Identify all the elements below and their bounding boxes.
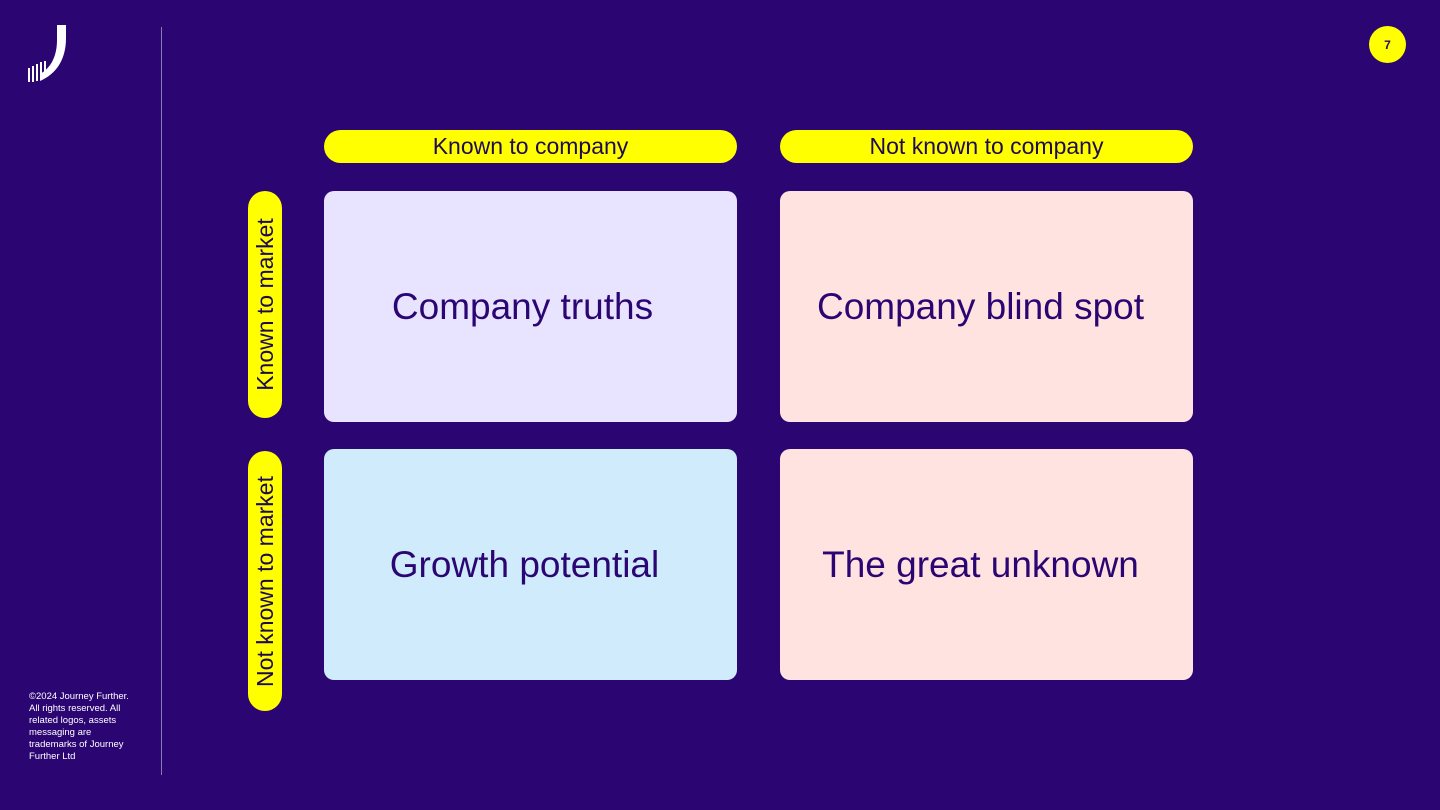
cell-label: Company truths: [391, 285, 654, 327]
column-header-known-to-company: Known to company: [324, 130, 737, 163]
row-header-known-to-market: Known to market: [248, 191, 282, 418]
cell-the-great-unknown: The great unknown: [780, 449, 1193, 680]
cell-company-blind-spot: Company blind spot: [780, 191, 1193, 422]
journey-further-logo-icon: [28, 24, 68, 84]
column-header-not-known-to-company: Not known to company: [780, 130, 1193, 163]
page-number-badge: 7: [1369, 26, 1406, 63]
vertical-divider: [161, 27, 162, 775]
row-header-not-known-to-market: Not known to market: [248, 451, 282, 711]
cell-label: Company blind spot: [816, 285, 1145, 327]
row-header-label: Not known to market: [251, 475, 278, 687]
copyright-notice: ©2024 Journey Further. All rights reserv…: [29, 691, 129, 762]
cell-label: Growth potential: [389, 543, 660, 585]
cell-label: The great unknown: [822, 543, 1139, 585]
row-header-label: Known to market: [251, 218, 278, 391]
cell-growth-potential: Growth potential: [324, 449, 737, 680]
cell-company-truths: Company truths: [324, 191, 737, 422]
